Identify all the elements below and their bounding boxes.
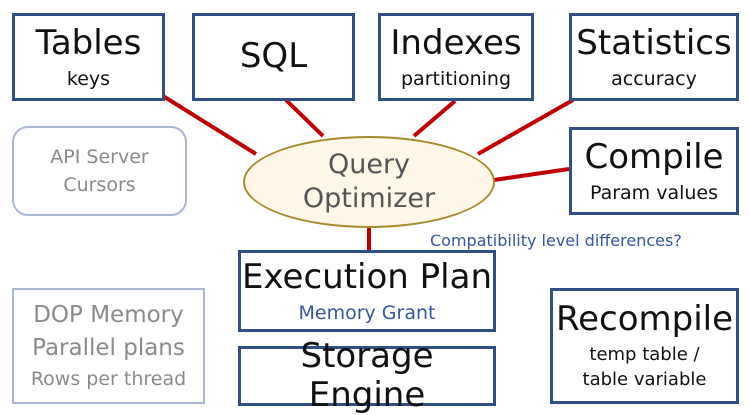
indexes-box: Indexes partitioning (378, 13, 534, 101)
dop-box: DOP Memory Parallel plans Rows per threa… (12, 288, 205, 404)
connector-statistics-optimizer (477, 98, 574, 156)
tables-subtitle: keys (66, 67, 111, 90)
compile-box: Compile Param values (569, 127, 739, 215)
optimizer-line-optimizer: Optimizer (302, 183, 436, 214)
connector-indexes-optimizer (412, 99, 457, 138)
compile-subtitle: Param values (589, 181, 719, 204)
parallel-plans-label: Parallel plans (32, 335, 185, 362)
statistics-title: Statistics (576, 22, 732, 63)
sql-title: SQL (239, 36, 308, 77)
dop-memory-label: DOP Memory (33, 301, 184, 328)
memory-grant-label: Memory Grant (298, 301, 436, 324)
temp-table-label: temp table / (589, 344, 700, 366)
execution-plan-title: Execution Plan (242, 256, 492, 297)
sql-box: SQL (192, 13, 355, 101)
api-server-box: API Server Cursors (12, 126, 187, 216)
rows-per-thread-label: Rows per thread (30, 367, 187, 390)
indexes-title: Indexes (390, 22, 522, 63)
optimizer-line-query: Query (327, 149, 411, 181)
connector-tables-optimizer (161, 94, 258, 156)
connector-compile-optimizer (493, 167, 570, 182)
storage-engine-box: Storage Engine (238, 336, 496, 415)
statistics-box: Statistics accuracy (569, 13, 739, 101)
compile-title: Compile (584, 136, 724, 177)
indexes-subtitle: partitioning (400, 67, 512, 90)
api-server-label: API Server (50, 145, 149, 168)
storage-engine-title: Storage Engine (300, 335, 434, 415)
recompile-title: Recompile (555, 299, 734, 340)
tables-title: Tables (35, 22, 142, 63)
tables-box: Tables keys (12, 13, 165, 101)
compatibility-note: Compatibility level differences? (430, 231, 682, 250)
statistics-subtitle: accuracy (611, 67, 697, 90)
execution-plan-box: Execution Plan Memory Grant (238, 250, 496, 332)
query-optimizer-ellipse: Query Optimizer (243, 136, 495, 228)
recompile-box: Recompile temp table / table variable (550, 288, 739, 404)
recompile-detail: temp table / table variable (583, 343, 707, 392)
table-variable-label: table variable (582, 368, 707, 390)
connector-sql-optimizer (284, 98, 325, 138)
cursors-label: Cursors (63, 174, 136, 196)
